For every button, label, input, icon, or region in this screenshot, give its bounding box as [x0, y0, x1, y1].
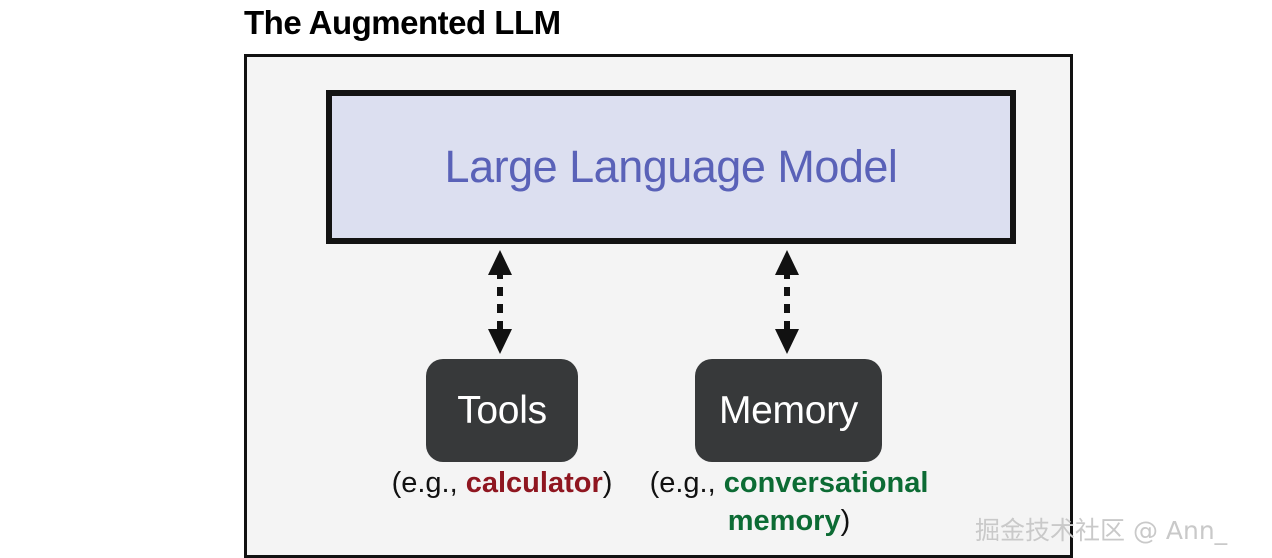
tools-caption-suffix: ) — [602, 467, 613, 499]
llm-label: Large Language Model — [444, 141, 898, 192]
tools-box: Tools — [426, 359, 578, 462]
memory-caption: (e.g., conversational memory) — [633, 464, 945, 541]
connector-llm-tools-arrow — [488, 250, 512, 354]
tools-caption-highlight: calculator — [465, 467, 603, 499]
memory-caption-highlight: conversational memory — [723, 467, 929, 538]
tools-label: Tools — [457, 388, 547, 432]
connector-llm-memory-arrow — [775, 250, 799, 354]
page-title: The Augmented LLM — [244, 4, 561, 41]
arrowhead-down-icon — [775, 329, 799, 354]
arrowhead-up-icon — [488, 250, 512, 275]
memory-caption-prefix: (e.g., — [649, 467, 724, 499]
memory-label: Memory — [718, 388, 859, 432]
tools-caption: (e.g., calculator) — [362, 464, 642, 502]
watermark: 掘金技术社区 @ Ann_ — [975, 516, 1228, 545]
arrowhead-down-icon — [488, 329, 512, 354]
llm-box: Large Language Model — [326, 90, 1016, 244]
tools-caption-prefix: (e.g., — [391, 467, 466, 499]
memory-caption-suffix: ) — [840, 505, 851, 538]
memory-box: Memory — [695, 359, 882, 462]
arrowhead-up-icon — [775, 250, 799, 275]
